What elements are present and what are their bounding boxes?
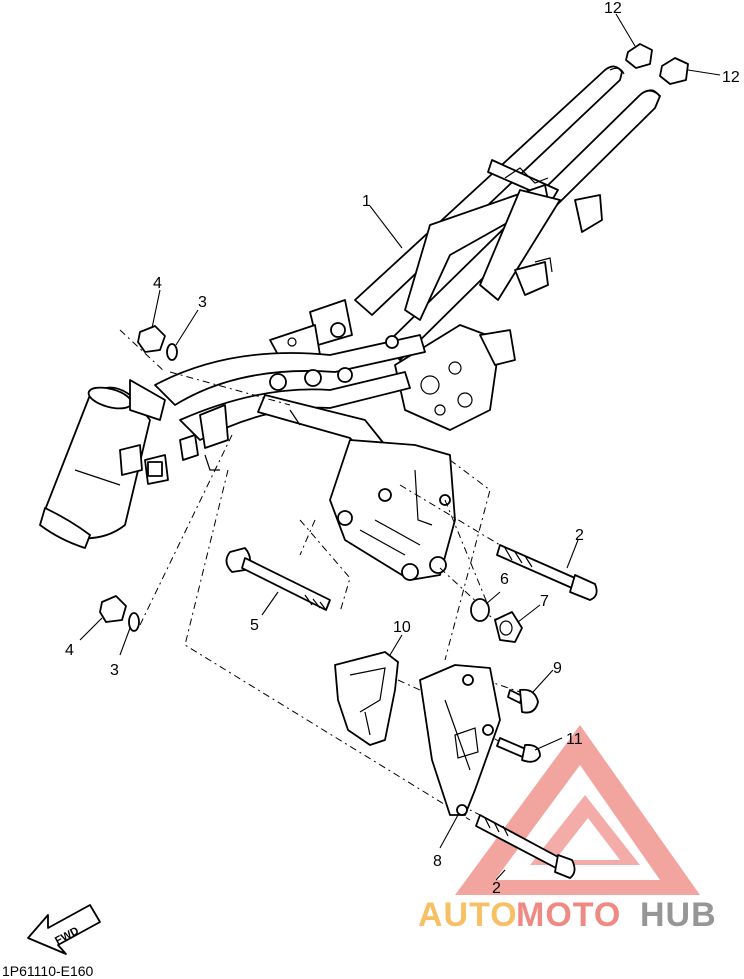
steering-head [39, 379, 166, 549]
leader-lines [79, 13, 721, 881]
bolt-2-lower [475, 814, 576, 879]
fwd-arrow: FWD [27, 904, 101, 955]
washer-6 [470, 598, 490, 622]
callout-4-lower: 4 [65, 642, 74, 659]
callout-3-lower: 3 [110, 662, 119, 679]
watermark-auto: AUTO [418, 896, 518, 934]
callout-5: 5 [250, 617, 259, 634]
nut-4-lower [99, 595, 127, 623]
callout-9: 9 [553, 660, 562, 677]
callout-numbers: 1 2 2 3 3 4 4 5 6 7 8 9 10 11 12 12 [65, 0, 740, 897]
callout-12-left: 12 [604, 0, 622, 17]
watermark-hub: HUB [640, 896, 717, 934]
nut-4-upper [137, 325, 166, 353]
cover-10 [334, 651, 399, 746]
callout-2-upper: 2 [575, 527, 584, 544]
callout-2-lower: 2 [492, 880, 501, 897]
bolt-5 [225, 547, 331, 611]
washer-3-lower [128, 612, 140, 632]
main-frame [144, 65, 661, 581]
callout-7: 7 [540, 593, 549, 610]
cap-12-right [659, 57, 689, 85]
diagram-code: 1P61110-E160 [2, 963, 94, 979]
cap-12-left [625, 43, 653, 69]
nut-7 [494, 611, 523, 643]
bolt-11 [496, 737, 541, 763]
callout-12-right: 12 [722, 69, 740, 86]
bracket-8 [419, 664, 501, 816]
watermark-text: AUTO MOTO HUB [418, 896, 717, 934]
callout-8: 8 [433, 853, 442, 870]
washer-3-upper [166, 343, 178, 361]
bolt-2-upper [496, 544, 598, 601]
callout-6: 6 [500, 571, 509, 588]
bolt-9 [507, 688, 539, 714]
watermark-logo [455, 725, 700, 895]
callout-11: 11 [566, 731, 583, 748]
callout-1: 1 [362, 193, 371, 210]
callout-3-upper: 3 [198, 294, 207, 311]
watermark-moto: MOTO [516, 896, 621, 934]
callout-10: 10 [393, 619, 411, 636]
callout-4-upper: 4 [153, 275, 162, 292]
